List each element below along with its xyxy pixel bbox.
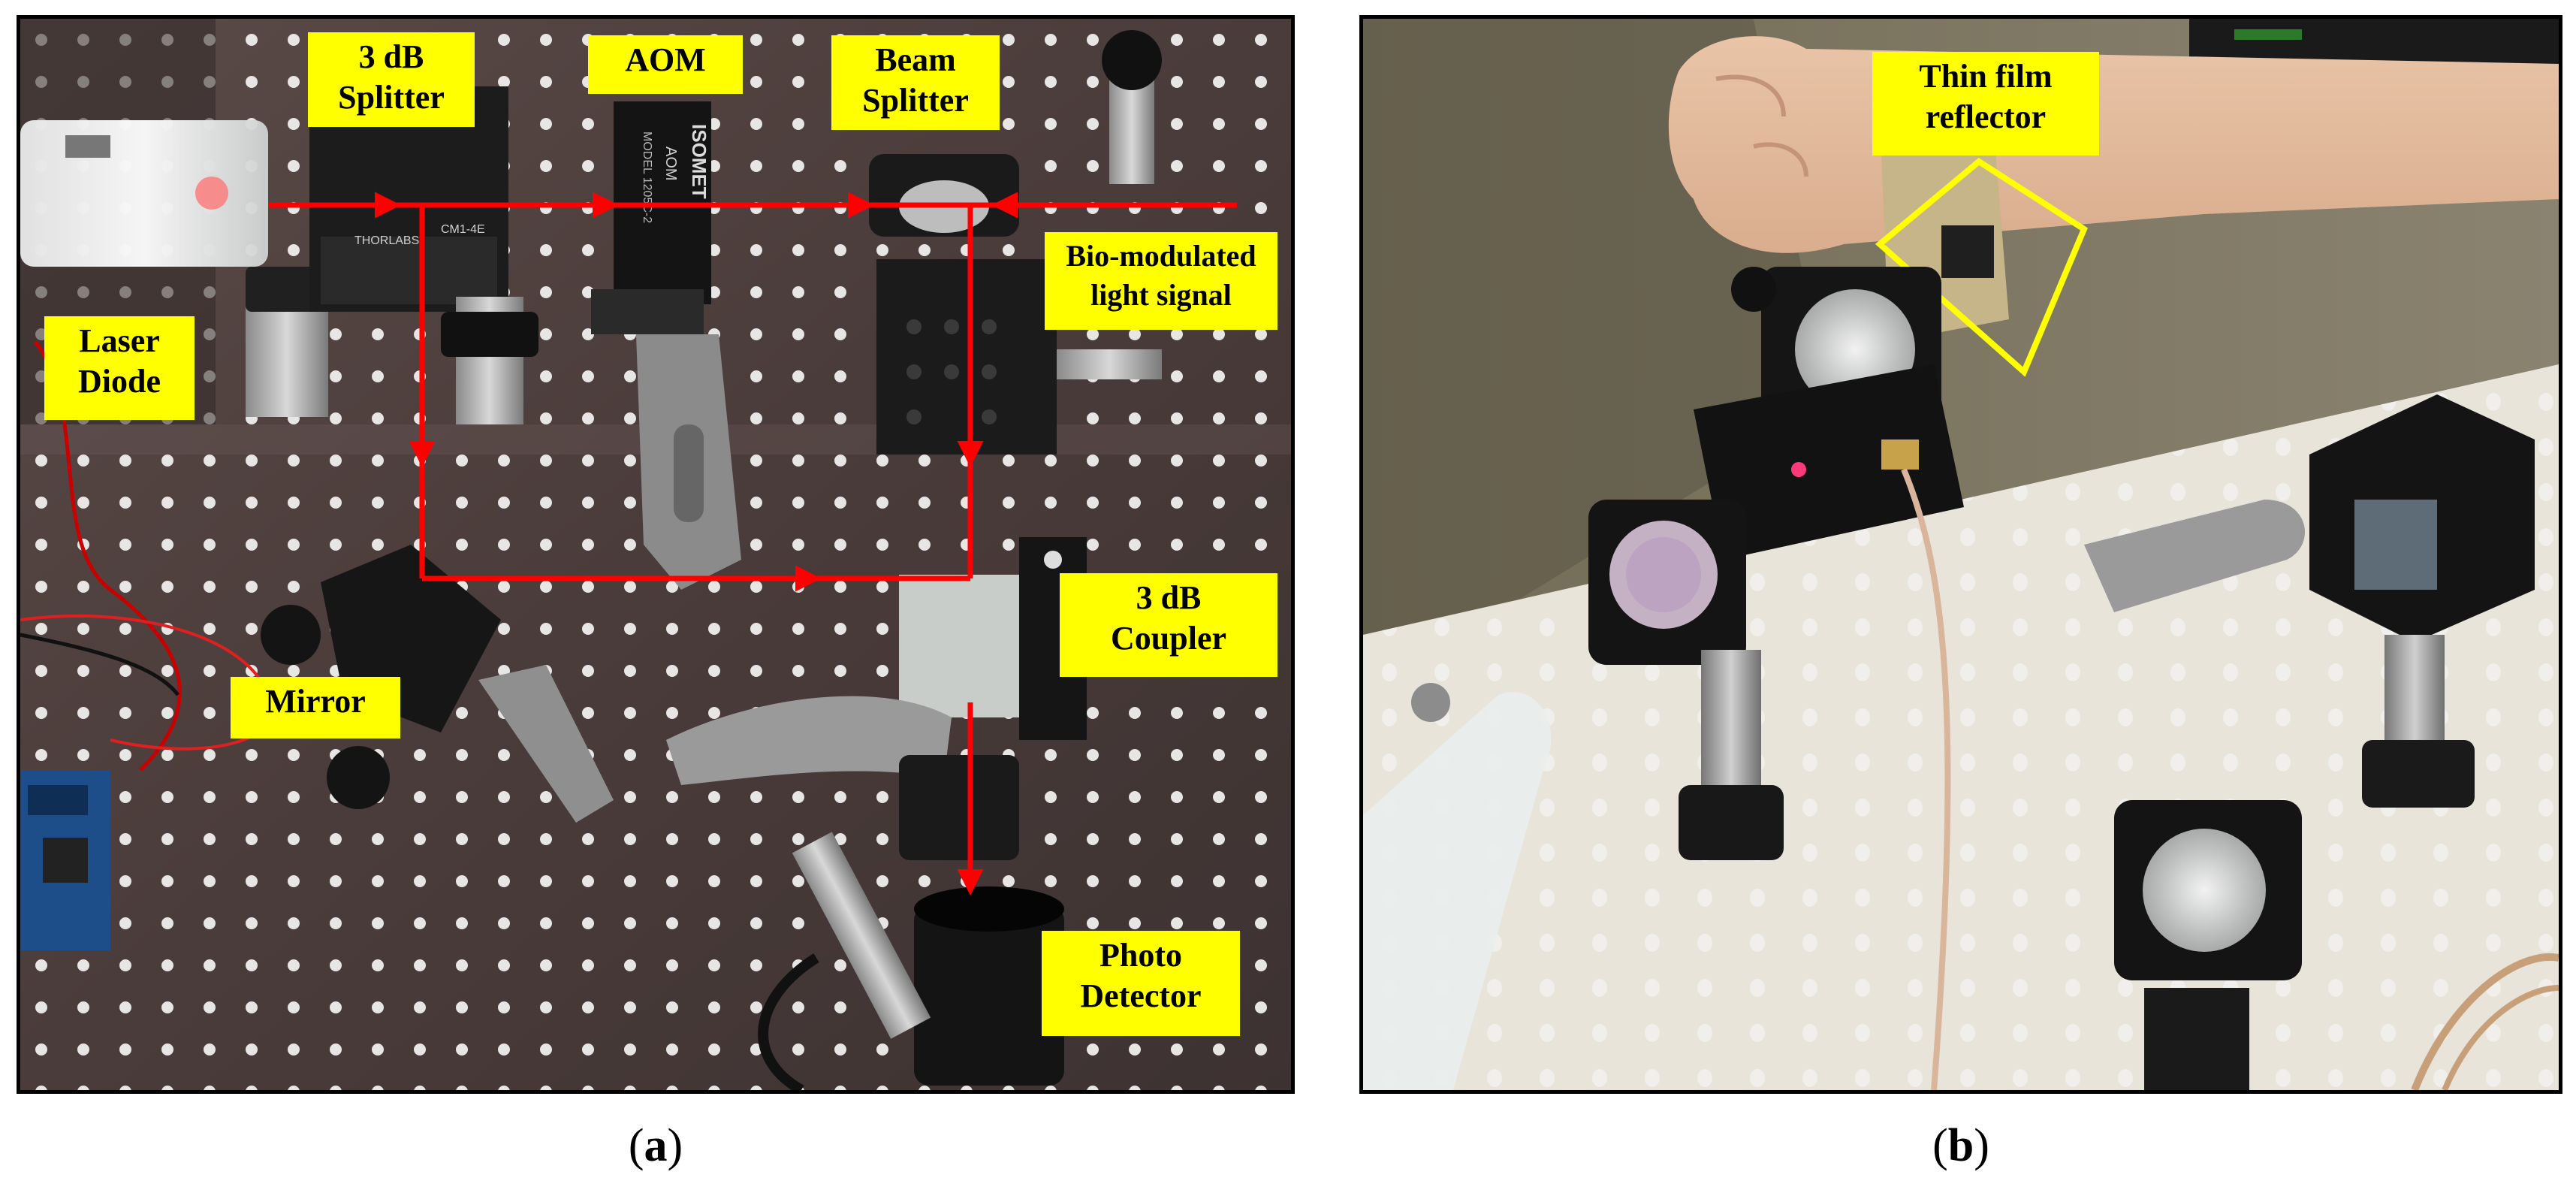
label-beam-splitter: Beam Splitter (831, 35, 1000, 130)
aom-type-print: AOM (662, 146, 679, 181)
caption-b-letter: b (1947, 1120, 1974, 1171)
label-bio-modulated-light-signal: Bio-modulated light signal (1045, 232, 1277, 330)
panel-b-photo (1363, 19, 2559, 1090)
label-3db-coupler: 3 dB Coupler (1060, 573, 1277, 677)
cm1-print: CM1-4E (441, 223, 485, 236)
caption-b: (b) (1932, 1120, 1989, 1171)
caption-a-letter: a (644, 1120, 668, 1171)
label-thin-film-reflector: Thin film reflector (1872, 52, 2099, 156)
thorlabs-print: THORLABS (354, 234, 419, 247)
aom-brand-print: ISOMET (688, 124, 710, 199)
label-laser-diode: Laser Diode (44, 316, 195, 420)
panel-a-photo: THORLABS CM1-4E ISOMET AOM MODEL 1205C-2 (20, 19, 1291, 1090)
caption-a: (a) (628, 1120, 683, 1171)
panel-a-optical-setup-photo: THORLABS CM1-4E ISOMET AOM MODEL 1205C-2 (17, 15, 1295, 1094)
label-aom: AOM (588, 35, 743, 94)
label-mirror: Mirror (231, 677, 400, 738)
label-photo-detector: Photo Detector (1042, 931, 1240, 1036)
panel-b-wrist-measurement-photo: Thin film reflector (1359, 15, 2562, 1094)
thin-film-highlight-outline (1875, 158, 2088, 377)
label-3db-splitter: 3 dB Splitter (308, 32, 475, 127)
beam-paths (268, 192, 1237, 895)
aom-model-print: MODEL 1205C-2 (641, 131, 653, 223)
